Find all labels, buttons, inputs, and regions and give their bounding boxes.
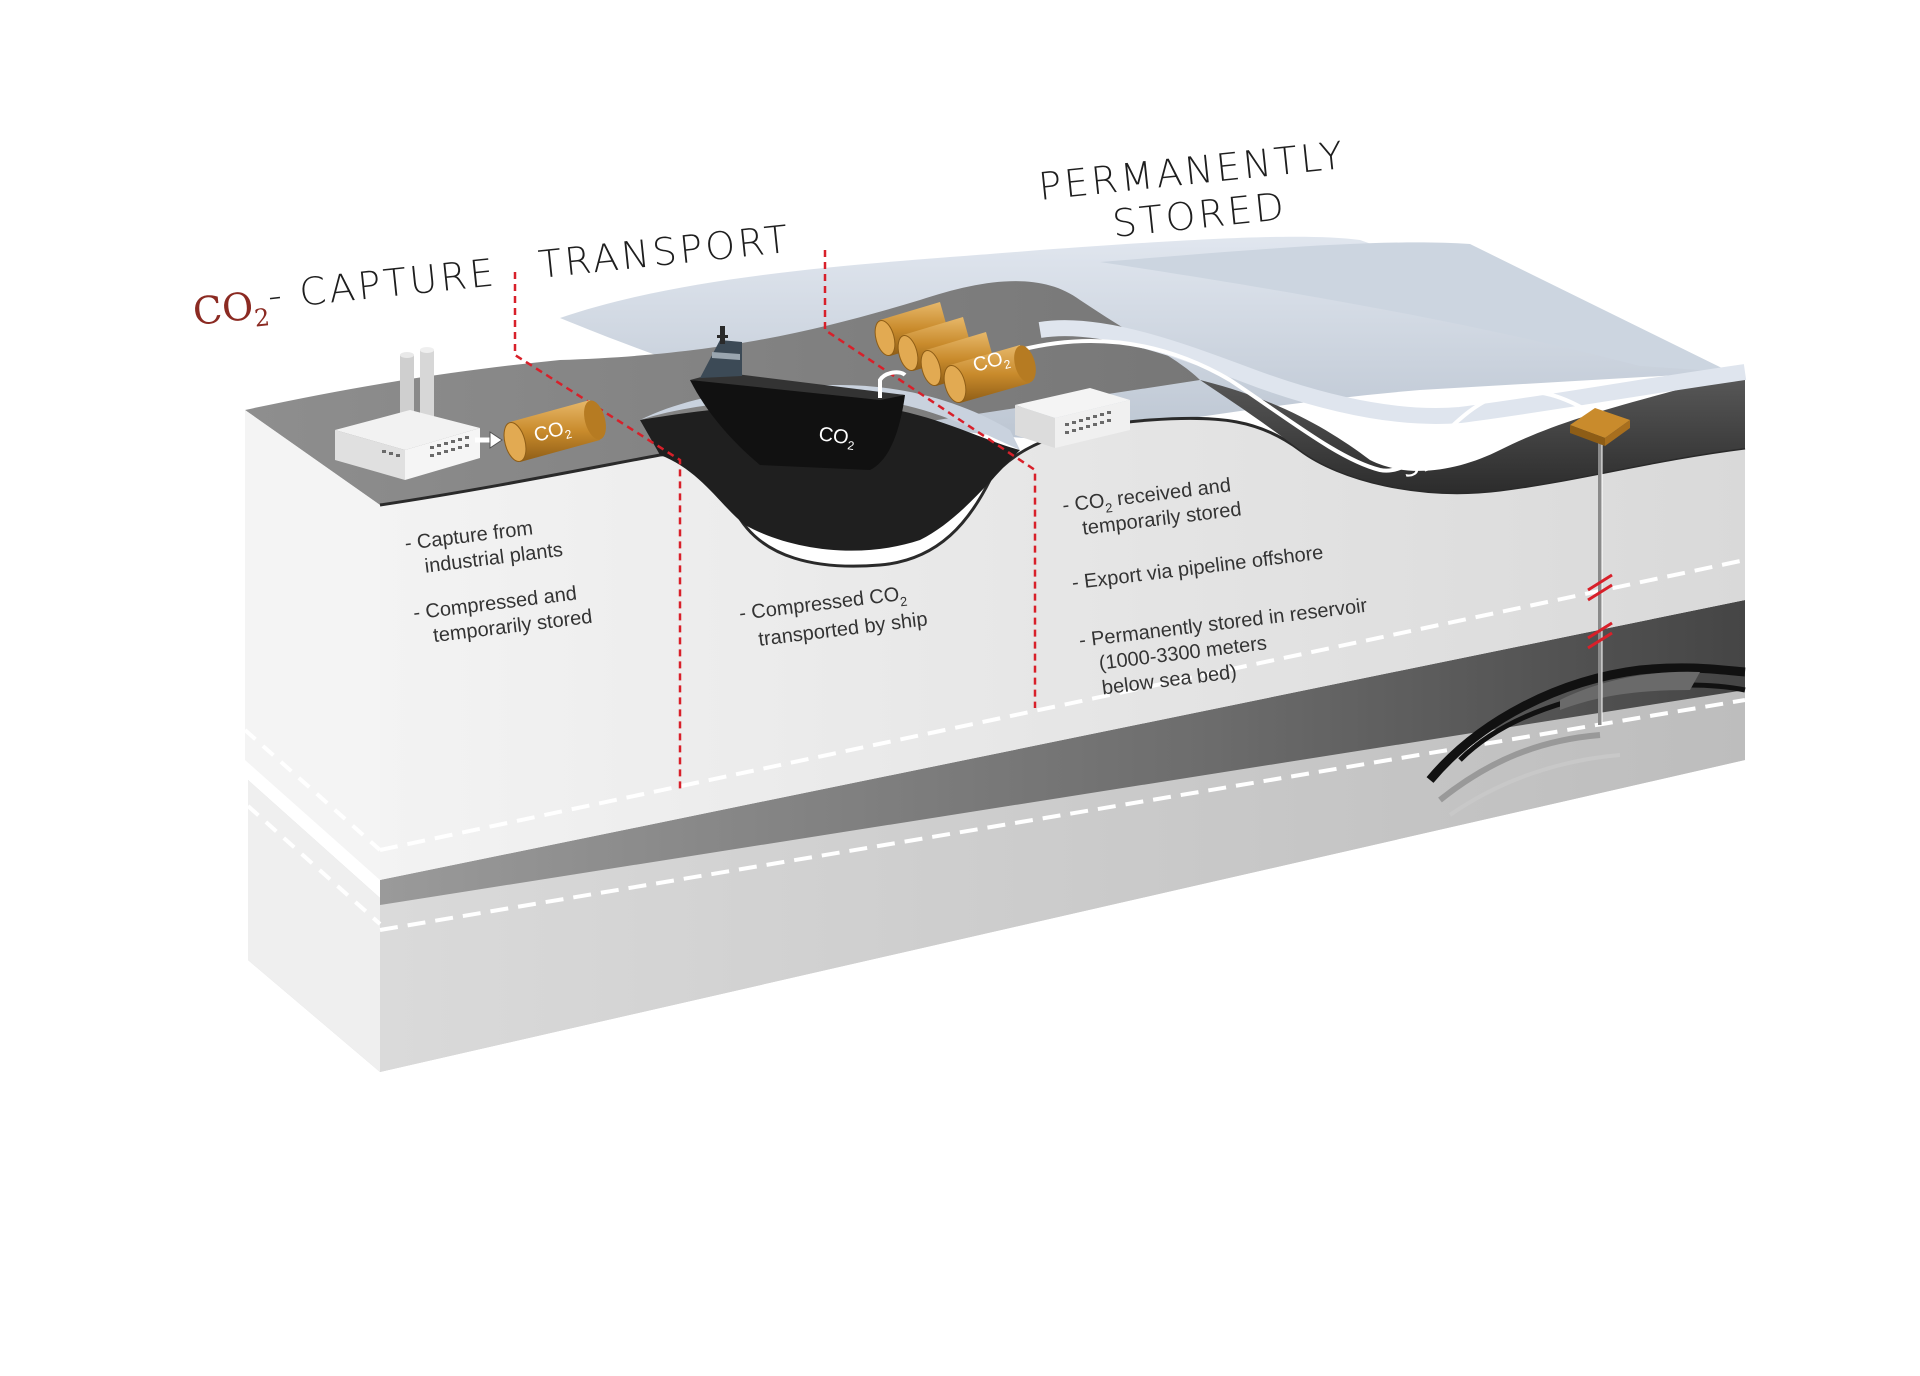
ship-icon bbox=[690, 326, 907, 470]
factory-icon bbox=[335, 347, 503, 480]
storage-tanks-icon bbox=[874, 302, 1036, 404]
reservoir bbox=[1426, 663, 1746, 817]
sea-bed bbox=[1038, 320, 1747, 493]
rock-layer bbox=[380, 600, 1745, 905]
injection-well bbox=[1587, 438, 1613, 725]
heading-capture-co2: CO2 bbox=[191, 282, 271, 339]
lower-block bbox=[246, 680, 1746, 1072]
wellhead-platform bbox=[1570, 408, 1630, 446]
ship-label: CO2 bbox=[817, 423, 857, 453]
section-divider-2 bbox=[823, 250, 1037, 708]
capture-tank-icon bbox=[503, 400, 606, 462]
heading-capture-text: - CAPTURE bbox=[266, 250, 499, 318]
export-pipeline bbox=[1019, 339, 1613, 473]
storage-building-icon bbox=[1015, 388, 1130, 448]
heading-capture: CO2 - CAPTURE bbox=[191, 250, 499, 339]
